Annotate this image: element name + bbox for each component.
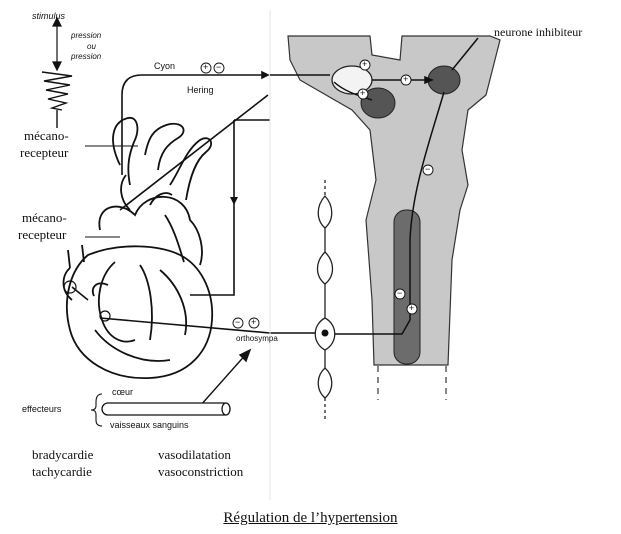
label-mecano-1b: recepteur xyxy=(20,145,69,160)
sign-plus-dark: + xyxy=(360,88,366,98)
heart-illustration xyxy=(62,117,214,379)
nerve-paths xyxy=(71,70,320,334)
baroreceptor-sinus xyxy=(63,280,111,322)
label-vasoconstriction: vasoconstriction xyxy=(158,464,244,479)
receptor-pointers xyxy=(85,145,138,238)
label-mecano-2a: mécano- xyxy=(22,210,67,225)
label-pression-down: pression xyxy=(71,52,102,61)
sign-plus-ortho: + xyxy=(251,317,257,327)
label-tachycardie: tachycardie xyxy=(32,464,92,479)
label-orthosympa: orthosympa xyxy=(236,334,278,343)
brainstem-outline xyxy=(287,35,501,366)
sign-plus-column: + xyxy=(409,303,415,313)
label-cyon: Cyon xyxy=(154,61,176,71)
sign-minus-ortho: − xyxy=(235,317,241,327)
sympathetic-chain xyxy=(314,180,336,420)
label-mecano-1a: mécano- xyxy=(24,128,69,143)
label-stimulus: stimulus xyxy=(32,11,66,21)
label-coeur: cœur xyxy=(112,387,133,397)
sign-plus-inhibitor: + xyxy=(403,74,409,84)
effector-arrow xyxy=(199,348,252,407)
effector-brace xyxy=(90,393,103,427)
sign-minus-descending: − xyxy=(425,164,431,174)
label-neurone-inhibiteur: neurone inhibiteur xyxy=(494,25,583,39)
label-vasodilatation: vasodilatation xyxy=(158,447,231,462)
blood-vessel xyxy=(101,402,231,416)
label-effecteurs: effecteurs xyxy=(22,404,62,414)
label-mecano-2b: recepteur xyxy=(18,227,67,242)
label-vaisseaux: vaisseaux sanguins xyxy=(110,420,189,430)
label-ou: ou xyxy=(87,42,96,51)
sign-plus-nucleus: + xyxy=(362,59,368,69)
spinal-dashes xyxy=(377,366,447,400)
sign-circles xyxy=(200,59,434,329)
cns-pathways xyxy=(270,37,479,335)
label-bradycardie: bradycardie xyxy=(32,447,94,462)
sympathetic-column xyxy=(393,209,421,365)
label-pression-up: pression xyxy=(71,31,102,40)
ganglion-node xyxy=(321,329,329,337)
sign-minus-column: − xyxy=(397,288,403,298)
stimulus-arrow xyxy=(52,16,62,72)
label-hering: Hering xyxy=(187,85,214,95)
nucleus-dark-left xyxy=(360,87,396,119)
spring-symbol xyxy=(41,71,73,128)
sign-plus-cyon: + xyxy=(203,62,209,72)
figure-caption: Régulation de l’hypertension xyxy=(223,510,398,526)
sign-minus-cyon: − xyxy=(216,62,222,72)
